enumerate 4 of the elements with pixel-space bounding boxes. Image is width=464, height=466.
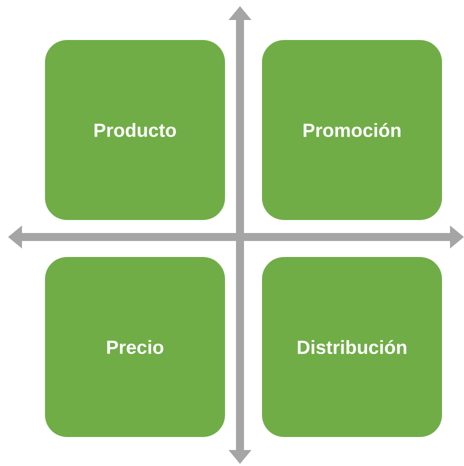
quadrant-box: Precio (45, 257, 225, 437)
quadrant-box: Producto (45, 40, 225, 220)
quadrant-box: Distribución (262, 257, 442, 437)
quadrant-box: Promoción (262, 40, 442, 220)
